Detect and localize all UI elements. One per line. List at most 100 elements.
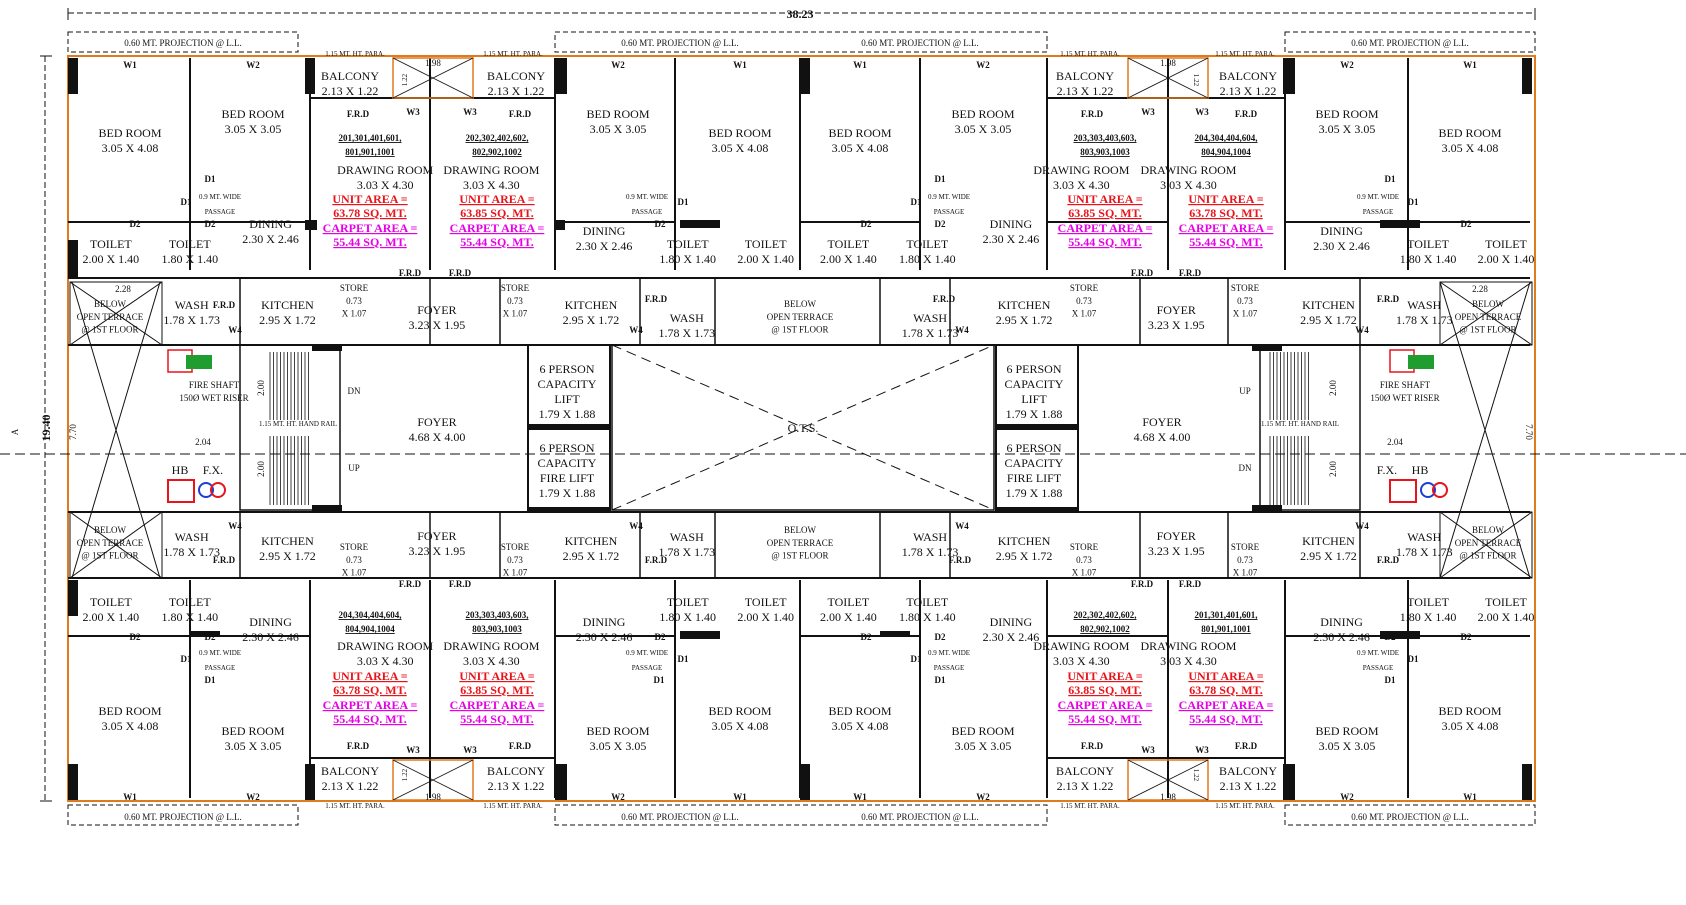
store-size: 0.73 [346,555,362,565]
unit-area-value: 63.85 SQ. MT. [460,206,533,220]
opening-label: F.R.D [1179,579,1202,589]
opening-label: D1 [1408,654,1419,664]
bedroom-name: BED ROOM [1315,107,1378,121]
bedroom-name: BED ROOM [586,107,649,121]
opening-label: W4 [955,521,969,531]
lift-size: 1.79 X 1.88 [539,407,596,421]
opening-label: D1 [935,675,946,685]
wash-name: WASH [913,530,947,544]
passage-size: PASSAGE [934,664,964,672]
bedroom-name: BED ROOM [828,126,891,140]
dimension-label: 1.98 [425,58,441,68]
bedroom-name: BED ROOM [708,126,771,140]
passage-size: PASSAGE [632,208,662,216]
store-size: X 1.07 [342,309,367,319]
toilet-name: TOILET [745,595,787,609]
carpet-area-value: 55.44 SQ. MT. [333,712,406,726]
passage-size: PASSAGE [1363,664,1393,672]
projection-label: 0.60 MT. PROJECTION @ L.L. [621,812,739,822]
balcony-name: BALCONY [321,69,379,83]
carpet-area-value: 55.44 SQ. MT. [1189,235,1262,249]
carpet-area-label: CARPET AREA = [323,698,418,712]
opening-label: W2 [246,792,260,802]
store-size: 0.73 [507,296,523,306]
store-size: X 1.07 [1072,309,1097,319]
opening-label: F.R.D [213,555,236,565]
carpet-area-label: CARPET AREA = [1058,698,1153,712]
unit-numbers: 201,301,401,601, [1195,610,1258,620]
opening-label: D1 [181,654,192,664]
bedroom-size: 3.05 X 3.05 [955,122,1012,136]
store-size: X 1.07 [1233,568,1258,578]
drawing-room-size: 3.03 X 4.30 [463,178,520,192]
opening-label: W4 [228,521,242,531]
toilet-name: TOILET [90,595,132,609]
dining-size: 2.30 X 2.46 [576,239,633,253]
dining-name: DINING [249,217,292,231]
toilet-size: 2.00 X 1.40 [83,252,140,266]
unit-area-label: UNIT AREA = [459,192,534,206]
balcony-size: 2.13 X 1.22 [1057,84,1114,98]
toilet-name: TOILET [90,237,132,251]
wash-name: WASH [175,530,209,544]
store-size: X 1.07 [342,568,367,578]
opening-label: W4 [1355,325,1369,335]
wash-size: 1.78 X 1.73 [902,326,959,340]
toilet-size: 1.80 X 1.40 [1400,252,1457,266]
opening-label: W2 [976,792,990,802]
bedroom-size: 3.05 X 4.08 [102,141,159,155]
dining-size: 2.30 X 2.46 [242,630,299,644]
overall-width-dimension: 38.23 [787,7,814,21]
store-name: STORE [501,542,530,552]
below-terrace-size: @ 1ST FLOOR [1459,325,1516,335]
passage-name: 0.9 MT. WIDE [199,193,241,201]
foyer-size: 3.23 X 1.95 [409,544,466,558]
projection-label: 0.60 MT. PROJECTION @ L.L. [1351,38,1469,48]
unit-numbers: 804,904,1004 [345,624,395,634]
opening-label: F.R.D [347,109,370,119]
fire-lift-size: 1.79 X 1.88 [539,486,596,500]
toilet-name: TOILET [906,237,948,251]
carpet-area-label: CARPET AREA = [1058,221,1153,235]
unit-numbers: 801,901,1001 [345,147,395,157]
below-terrace-name: BELOW [94,525,126,535]
dimension-label: 2.04 [1387,437,1403,447]
bedroom-name: BED ROOM [951,724,1014,738]
fire-lift-name: 6 PERSON [1006,441,1061,455]
store-size: 0.73 [1237,555,1253,565]
unit-area-label: UNIT AREA = [1188,669,1263,683]
toilet-name: TOILET [169,595,211,609]
toilet-name: TOILET [667,237,709,251]
opening-label: W1 [853,60,867,70]
carpet-area-value: 55.44 SQ. MT. [460,235,533,249]
foyer-name: FOYER [417,303,456,317]
dimension-label: 2.04 [195,437,211,447]
dining-name: DINING [1320,224,1363,238]
passage-size: PASSAGE [934,208,964,216]
dining-name: DINING [990,615,1033,629]
fire-extinguisher-label: F.X. [203,463,223,477]
opening-label: W1 [1463,60,1477,70]
opening-label: D1 [935,174,946,184]
projection-label: 0.60 MT. PROJECTION @ L.L. [861,812,979,822]
bedroom-name: BED ROOM [221,107,284,121]
balcony-name: BALCONY [487,69,545,83]
passage-name: 0.9 MT. WIDE [626,193,668,201]
projection-label: 0.60 MT. PROJECTION @ L.L. [124,38,242,48]
opening-label: W2 [611,792,625,802]
opening-label: D1 [205,675,216,685]
projection-label: 0.60 MT. PROJECTION @ L.L. [124,812,242,822]
toilet-size: 1.80 X 1.40 [659,252,716,266]
bedroom-name: BED ROOM [98,126,161,140]
dimension-label: 1.98 [425,792,441,802]
kitchen-size: 2.95 X 1.72 [259,313,316,327]
drawing-room-size: 3.03 X 4.30 [1160,178,1217,192]
below-terrace-size: @ 1ST FLOOR [771,551,828,561]
unit-numbers: 201,301,401,601, [339,133,402,143]
drawing-room-size: 3.03 X 4.30 [1160,654,1217,668]
unit-numbers: 202,302,402,602, [1074,610,1137,620]
lift-name: 6 PERSON [539,362,594,376]
unit-numbers: 204,304,404,604, [339,610,402,620]
bedroom-size: 3.05 X 3.05 [225,122,282,136]
below-terrace-size: @ 1ST FLOOR [81,551,138,561]
